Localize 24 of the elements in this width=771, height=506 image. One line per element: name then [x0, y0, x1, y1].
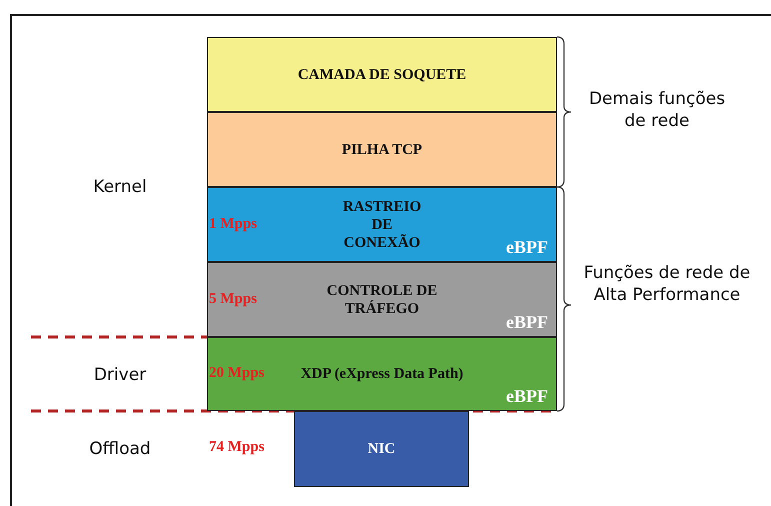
layer-title: RASTREIO DE CONEXÃO: [342, 198, 422, 252]
layer-box: [207, 262, 557, 337]
layer-box: [207, 187, 557, 262]
layer-title: CONTROLE DE TRÁFEGO: [326, 282, 438, 318]
ebpf-tag: eBPF: [506, 386, 548, 407]
side-label: Offload: [88, 438, 152, 460]
layer-box: [207, 112, 557, 187]
layer-title: PILHA TCP: [342, 140, 422, 158]
side-label: Kernel: [92, 176, 148, 198]
side-label: Driver: [92, 364, 148, 386]
ebpf-tag: eBPF: [506, 312, 548, 333]
layer-box: [207, 337, 557, 411]
side-label: Funções de rede de Alta Performance: [582, 262, 752, 306]
throughput-label: 74 Mpps: [209, 439, 264, 456]
layer-title: XDP (eXpress Data Path): [300, 365, 464, 383]
layer-title: CAMADA DE SOQUETE: [298, 66, 466, 84]
side-label: Demais funções de rede: [588, 88, 726, 132]
ebpf-tag: eBPF: [506, 237, 548, 258]
layer-title: NIC: [368, 440, 396, 458]
throughput-label: 5 Mpps: [209, 290, 257, 308]
throughput-label: 1 Mpps: [209, 216, 257, 232]
layer-box: [294, 411, 469, 487]
layer-box: [207, 37, 557, 112]
throughput-label: 20 Mpps: [209, 365, 264, 382]
